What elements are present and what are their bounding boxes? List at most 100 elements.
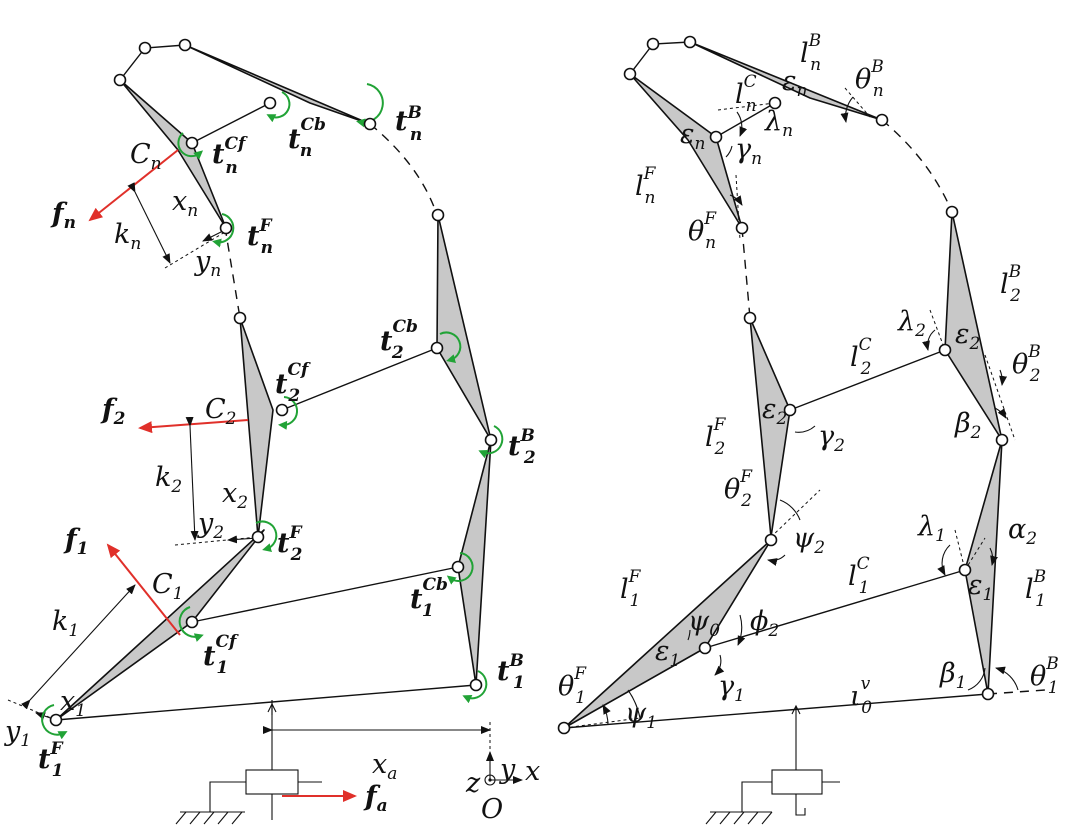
label-origin: O [481, 794, 503, 825]
label-axis-y: y [499, 754, 516, 785]
ground-bar [55, 684, 477, 721]
label-C-1: C1 [152, 569, 184, 604]
link-dashed-right-r [881, 119, 953, 213]
label-axis-z: z [465, 768, 481, 799]
label-C-2: C2 [205, 394, 237, 429]
link-1-c-bar [191, 566, 459, 623]
link-2-c-bar [281, 347, 438, 411]
label-axis-x: x [525, 756, 540, 787]
label-f-2: f2 [100, 394, 126, 429]
label-x-n: xn [172, 186, 198, 221]
label-psi-1: ψ1 [625, 698, 657, 733]
link-1-c-bar-r [704, 569, 966, 649]
joints-right [557, 35, 1009, 735]
label-y-1: y1 [4, 716, 31, 751]
label-gamma-1: γ1 [718, 671, 745, 706]
label-f-n: fn [50, 198, 76, 233]
label-alpha-2: α2 [1008, 514, 1037, 549]
ground-bar-r [563, 693, 989, 729]
k1-dimension [20, 584, 136, 710]
label-phi-2: ϕ2 [750, 606, 779, 641]
link-n-c-bar-r [715, 102, 776, 138]
label-eps-n-top: εn [782, 66, 807, 101]
label-y-n: yn [194, 246, 221, 281]
label-beta-1: β1 [939, 658, 966, 693]
label-psi-2: ψ2 [793, 523, 825, 558]
label-x-a: xa [372, 749, 397, 784]
label-eps-2-left: ε2 [762, 394, 787, 429]
left-mechanism [7, 38, 523, 825]
label-lambda-2: λ2 [897, 306, 926, 341]
top-loop-bars [119, 44, 186, 81]
top-loop-bars-r [629, 41, 691, 75]
label-k-2: k2 [155, 462, 182, 497]
label-x-1: x1 [60, 686, 86, 721]
link-1-back-r [964, 439, 1003, 695]
link-2-front [239, 317, 274, 538]
label-gamma-n: γn [735, 134, 762, 169]
link-2-c-bar-r [789, 349, 946, 411]
label-eps-2-right: ε2 [955, 319, 980, 354]
link-n-c-bar [191, 102, 271, 144]
link-dashed-left-r [741, 227, 751, 319]
link-2-back-r [944, 211, 1003, 441]
coordinate-frame [484, 751, 523, 786]
label-k-n: kn [114, 219, 141, 254]
label-f-a: fa [363, 781, 388, 816]
label-y-2: y2 [197, 508, 224, 543]
link-1-back [457, 439, 492, 686]
joints-left [49, 38, 498, 727]
angle-arcs [602, 96, 1019, 726]
link-2-back [436, 214, 492, 441]
right-mechanism [557, 35, 1046, 825]
label-f-1: f1 [63, 524, 88, 559]
label-gamma-2: γ2 [818, 421, 845, 456]
kn-dimension [127, 182, 171, 264]
label-lambda-n: λn [764, 106, 793, 141]
label-beta-2: β2 [954, 408, 981, 443]
label-x-2: x2 [222, 478, 248, 513]
k2-dimension [185, 416, 199, 541]
label-lambda-1: λ1 [917, 511, 946, 546]
actuator-left [175, 700, 322, 825]
link-1-front-r [563, 539, 772, 729]
label-eps-1-right: ε1 [968, 570, 993, 605]
label-k-1: k1 [52, 606, 79, 641]
label-eps-n-left: εn [680, 119, 705, 154]
label-eps-1-left: ε1 [655, 636, 680, 671]
label-C-n: Cn [130, 139, 162, 174]
link-n-back [184, 44, 371, 125]
label-psi-0: ψ0 [688, 606, 720, 641]
link-2-front-r [749, 317, 791, 538]
link-dashed-right [369, 123, 438, 216]
